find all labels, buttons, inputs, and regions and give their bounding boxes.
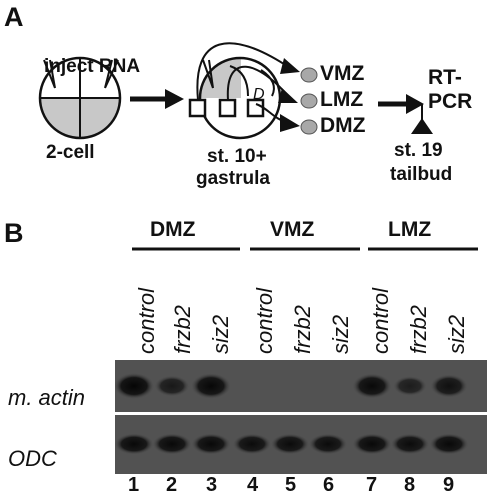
arrow-to-gastrula: [130, 89, 184, 109]
marker-label-odc: ODC: [8, 446, 57, 471]
band-odc-lane-5: [270, 433, 310, 455]
zone-label-vmz: VMZ: [320, 62, 365, 85]
band-actin-lane-2: [154, 375, 190, 397]
rt-pcr-line1: RT-: [428, 66, 462, 89]
dorsal-mark: D: [253, 86, 265, 103]
lane-label-3: siz2: [208, 314, 233, 354]
marker-label-actin: m. actin: [8, 385, 86, 410]
explant-boxes: [188, 98, 265, 118]
lane-label-5: frzb2: [290, 305, 315, 354]
lane-label-7: control: [368, 287, 393, 354]
panel-label-a: A: [4, 2, 24, 32]
band-odc-lane-1: [115, 433, 154, 455]
lane-label-1: control: [134, 287, 159, 354]
lane-number-3: 3: [206, 474, 218, 496]
injection-needles: [43, 59, 119, 89]
band-odc-lane-6: [308, 433, 348, 455]
lane-label-6: siz2: [328, 314, 353, 354]
timeline-marker: [411, 104, 433, 134]
lane-number-1: 1: [128, 474, 140, 496]
band-actin-lane-9: [430, 374, 468, 398]
band-odc-lane-4: [232, 433, 272, 455]
band-odc-lane-2: [152, 433, 192, 455]
explant-blobs: [300, 67, 318, 135]
lane-number-7: 7: [366, 474, 378, 496]
two-cell-embryo: [38, 56, 122, 140]
gel-image: [115, 360, 487, 474]
band-actin-lane-8: [393, 376, 427, 396]
tailbud-label: tailbud: [390, 164, 453, 185]
band-odc-lane-3: [191, 433, 231, 455]
rt-pcr-line2: PCR: [428, 90, 473, 113]
lane-label-4: control: [252, 287, 277, 354]
zone-label-dmz: DMZ: [320, 114, 366, 137]
schematic-drawing: [38, 42, 433, 140]
panel-label-b: B: [4, 218, 24, 248]
lane-number-4: 4: [247, 474, 259, 496]
inject-rna-label: inject RNA: [44, 56, 141, 77]
explant-arrowheads: [278, 58, 300, 132]
lane-label-9: siz2: [444, 314, 469, 354]
gastrula-stage-label: st. 10+: [207, 146, 267, 167]
band-actin-lane-7: [352, 373, 392, 399]
band-odc-lane-8: [390, 433, 430, 455]
group-underlines: [132, 247, 478, 251]
lane-number-2: 2: [166, 474, 178, 496]
lane-number-9: 9: [443, 474, 455, 496]
two-cell-label: 2-cell: [46, 142, 95, 163]
group-label-vmz: VMZ: [270, 218, 315, 241]
band-odc-lane-7: [352, 433, 392, 455]
band-actin-lane-3: [191, 373, 231, 399]
group-label-dmz: DMZ: [150, 218, 196, 241]
lane-label-8: frzb2: [406, 305, 431, 354]
band-actin-lane-1: [115, 373, 154, 399]
band-odc-lane-9: [429, 433, 469, 455]
gastrula-label: gastrula: [196, 168, 270, 189]
lane-number-6: 6: [323, 474, 335, 496]
lane-number-8: 8: [404, 474, 416, 496]
group-label-lmz: LMZ: [388, 218, 432, 241]
lane-label-2: frzb2: [170, 305, 195, 354]
arrow-to-tailbud: [378, 94, 424, 114]
zone-label-lmz: LMZ: [320, 88, 364, 111]
tailbud-stage-label: st. 19: [394, 140, 443, 161]
lane-number-5: 5: [285, 474, 297, 496]
